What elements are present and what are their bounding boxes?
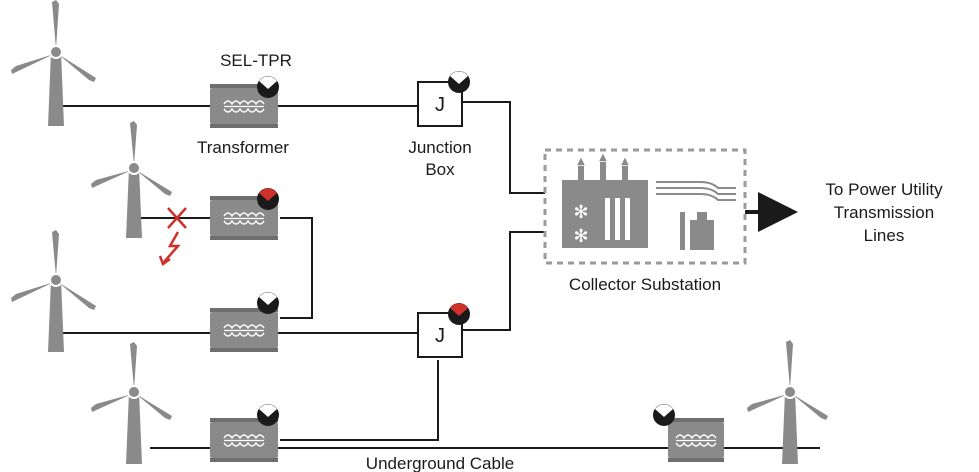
junction-box-top: J	[417, 81, 463, 127]
substation-label: Collector Substation	[569, 275, 721, 294]
transformer-label: Transformer	[197, 138, 289, 157]
relay-indicator-icon	[257, 292, 279, 314]
underground-cable-label: Underground Cable	[366, 454, 514, 472]
relay-indicator-icon	[448, 71, 470, 93]
output-label-line3: Lines	[864, 226, 905, 245]
relay-indicator-icon	[257, 76, 279, 98]
junction-bottom-to-substation-line	[462, 231, 545, 331]
transformer-icon	[210, 84, 278, 128]
relay-label: SEL-TPR	[220, 51, 292, 70]
wind-turbine-icon	[11, 0, 96, 126]
relay-indicator-icon	[653, 404, 675, 426]
junction-box-label-line1: Junction	[408, 138, 471, 157]
junction-symbol: J	[435, 325, 445, 347]
relay-indicator-icon	[448, 303, 470, 325]
transformer-icon	[210, 418, 278, 462]
power-transformer-icon: ▲ ▲ ▲ ✻ ✻	[562, 152, 648, 248]
svg-text:▲: ▲	[577, 156, 585, 167]
svg-text:✻: ✻	[573, 226, 588, 247]
wind-turbine-icon	[11, 230, 96, 352]
junction-top-to-substation-line	[462, 101, 545, 194]
svg-text:✻: ✻	[573, 202, 588, 223]
wind-turbine-icon	[91, 342, 172, 464]
string-link-line	[280, 217, 313, 319]
svg-text:▲: ▲	[621, 156, 629, 167]
transformer-icon	[210, 308, 278, 352]
svg-text:▲: ▲	[599, 152, 607, 163]
turbine4-to-junction-line	[280, 360, 439, 441]
wind-turbine-icon	[747, 340, 828, 464]
relay-indicator-icon	[257, 188, 279, 210]
wind-turbine-icon	[91, 121, 172, 238]
output-label-line2: Transmission	[834, 203, 934, 222]
switchgear-icon	[656, 181, 736, 250]
junction-symbol: J	[435, 94, 445, 116]
collector-substation: ▲ ▲ ▲ ✻ ✻	[543, 148, 747, 265]
transformer-icon	[668, 418, 724, 462]
relay-indicator-icon	[257, 404, 279, 426]
junction-box-label-line2: Box	[425, 160, 455, 179]
output-label-line1: To Power Utility	[825, 180, 943, 199]
fault-lightning-icon	[158, 207, 187, 266]
transformer-icon	[210, 196, 278, 240]
